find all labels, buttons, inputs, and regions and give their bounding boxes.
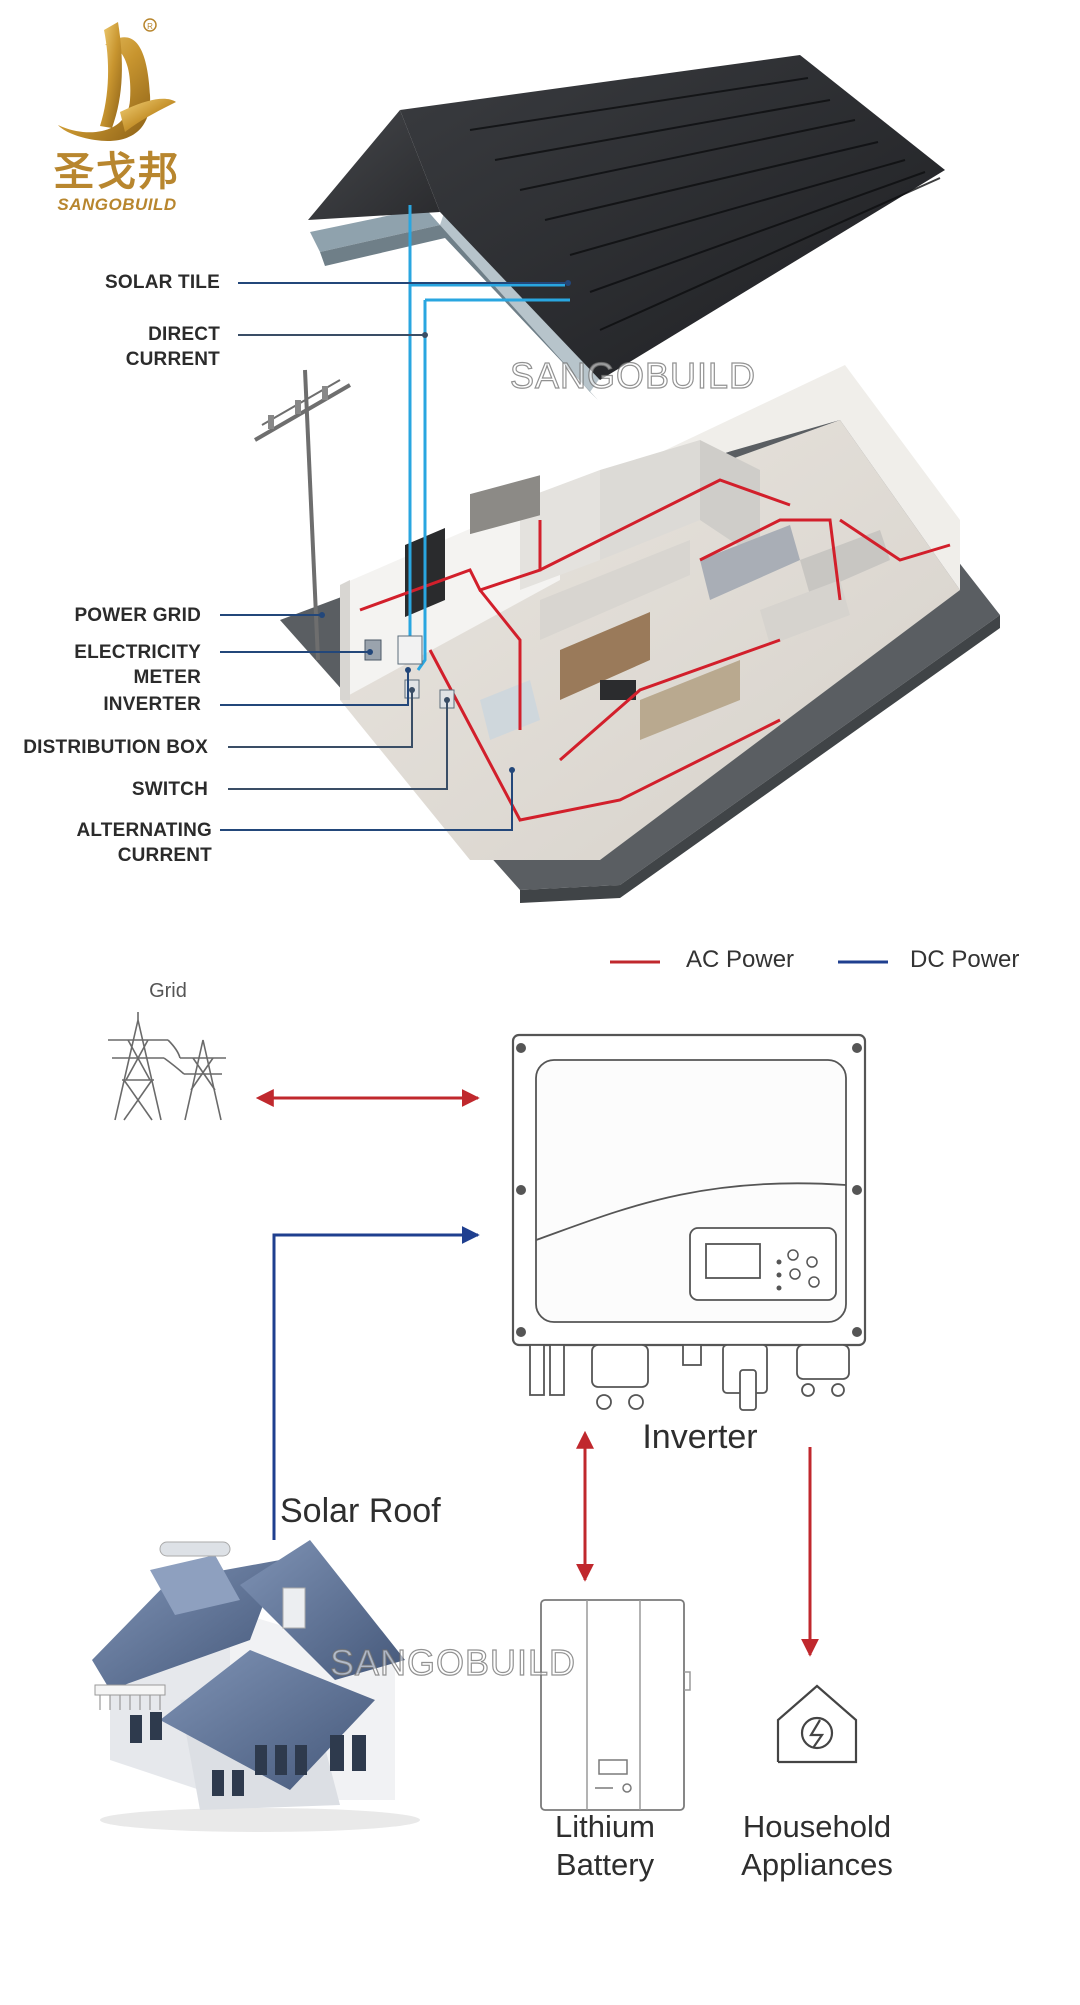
leader-power-grid-dot xyxy=(319,612,325,618)
brand-logo-icon: R xyxy=(58,18,176,141)
inverter-unit xyxy=(511,1033,867,1411)
grid-tower-icon xyxy=(108,1012,226,1121)
watermark-bottom: SANGOBUILD xyxy=(329,1641,577,1683)
leader-solar-tile-dot xyxy=(565,280,571,286)
appliances-label: Household Appliances xyxy=(741,1809,893,1882)
svg-text:R: R xyxy=(147,22,153,31)
leader-distribution-box-dot xyxy=(409,687,415,693)
callout-switch: SWITCH xyxy=(131,779,208,800)
leader-inverter-dot xyxy=(405,667,411,673)
leader-distribution-box xyxy=(228,690,413,748)
brand-name-cn: 圣戈邦 xyxy=(54,149,180,194)
lithium-battery-unit xyxy=(540,1599,691,1811)
leader-switch-dot xyxy=(444,697,450,703)
callout-leader-lines xyxy=(220,280,571,831)
solar-tile-roof xyxy=(308,55,945,400)
callout-power-grid: POWER GRID xyxy=(74,605,201,626)
leader-alternating-current-dot xyxy=(509,767,515,773)
leader-switch xyxy=(228,700,448,790)
callout-alternating-current: ALTERNATING CURRENT xyxy=(76,820,212,866)
dc-wiring xyxy=(408,205,570,671)
battery-label: Lithium Battery xyxy=(555,1809,655,1882)
brand-name-en: SANGOBUILD xyxy=(57,195,177,214)
callout-distribution-box: DISTRIBUTION BOX xyxy=(23,737,208,758)
grid-label: Grid xyxy=(149,980,187,1002)
watermark-top: SANGOBUILD xyxy=(509,354,757,396)
legend-ac-label: AC Power xyxy=(686,946,795,973)
callout-electricity-meter: ELECTRICITY METER xyxy=(74,642,201,688)
inverter-label: Inverter xyxy=(642,1418,758,1456)
legend-dc-label: DC Power xyxy=(910,946,1020,973)
callout-inverter: INVERTER xyxy=(103,694,201,715)
leader-alternating-current xyxy=(220,770,513,831)
power-grid-pole xyxy=(253,369,352,661)
solar-roof-house xyxy=(92,1540,420,1832)
solar-roof-label: Solar Roof xyxy=(280,1492,441,1530)
solar-roof-dc-arrow xyxy=(272,1226,480,1540)
callout-direct-current: DIRECT CURRENT xyxy=(125,324,220,370)
callout-solar-tile: SOLAR TILE xyxy=(105,272,220,293)
leader-direct-current-dot xyxy=(422,332,428,338)
household-appliances-icon xyxy=(776,1684,858,1764)
leader-electricity-meter-dot xyxy=(367,649,373,655)
house-cutaway xyxy=(280,365,1000,903)
leader-inverter xyxy=(220,670,409,706)
